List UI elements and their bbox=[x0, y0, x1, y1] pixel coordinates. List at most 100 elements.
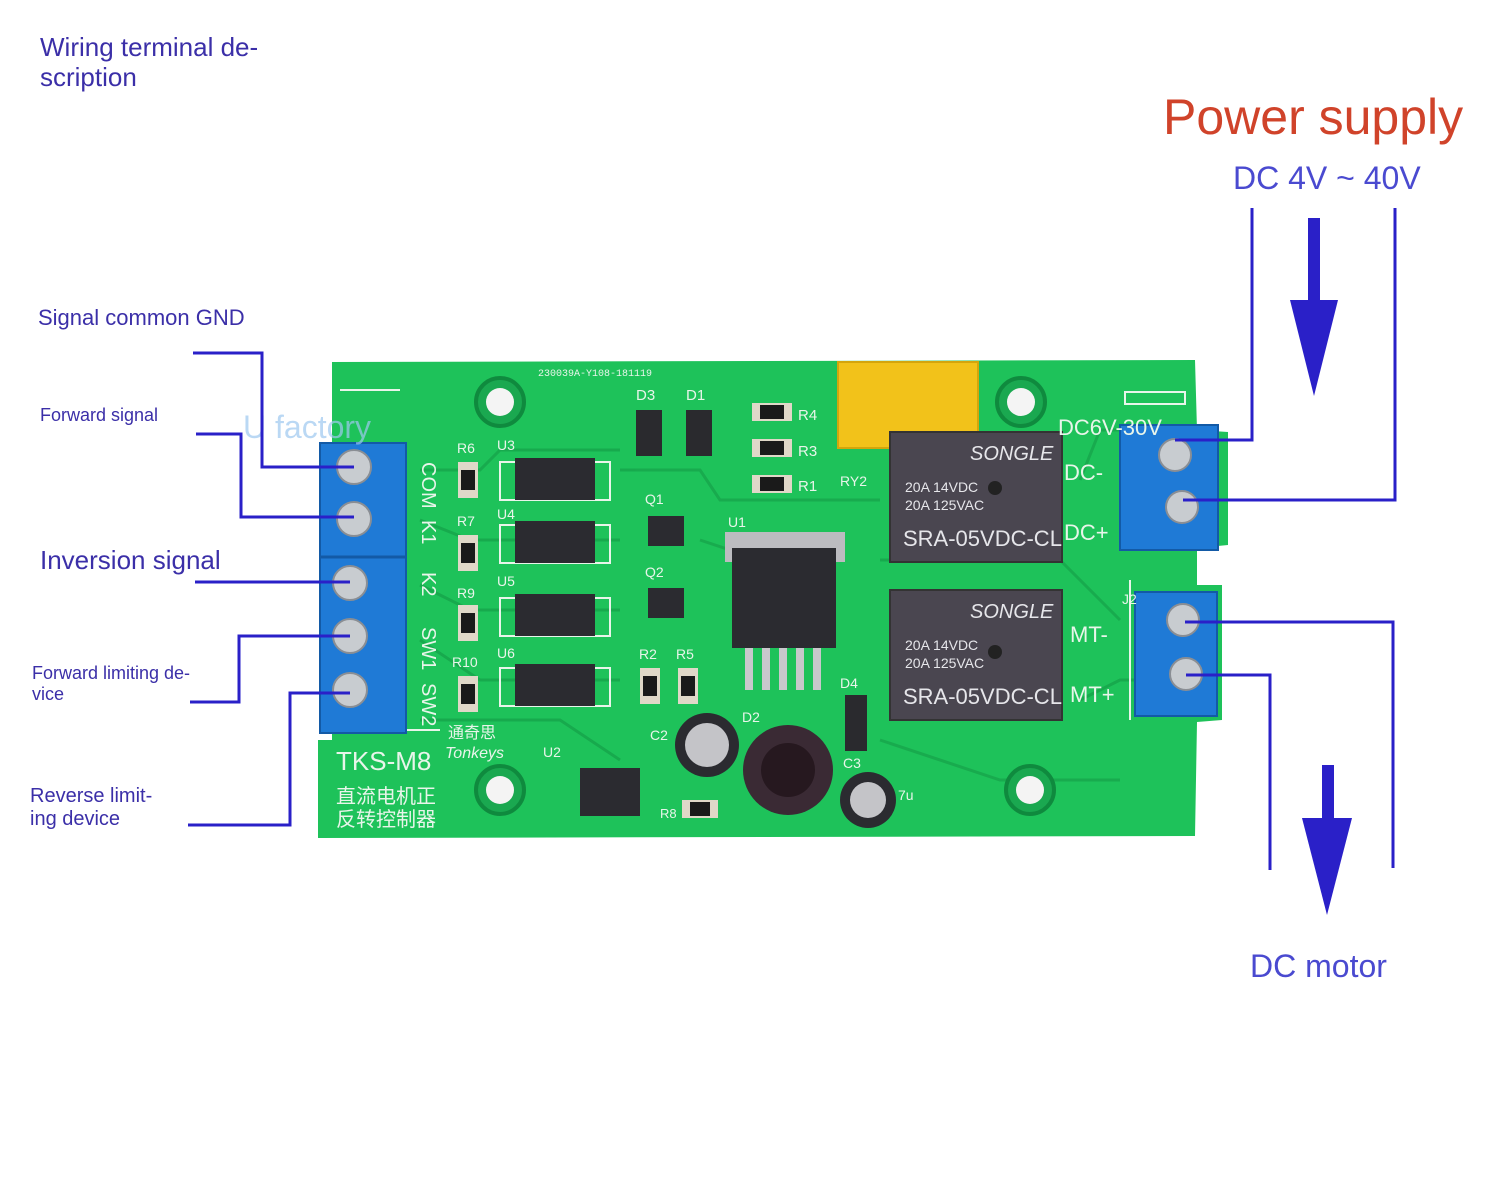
terminal-label-mt-minus: MT- bbox=[1070, 622, 1108, 647]
left-wires bbox=[188, 351, 354, 827]
label-r3: R3 bbox=[798, 443, 817, 460]
terminal-label-dc-plus: DC+ bbox=[1064, 520, 1109, 545]
relay-1: SONGLE 20A 14VDC 20A 125VAC SRA-05VDC-CL bbox=[889, 431, 1063, 563]
label-r1: R1 bbox=[798, 478, 817, 495]
relay-2-line2: 20A 125VAC bbox=[905, 655, 984, 671]
power-arrow bbox=[1290, 218, 1338, 396]
terminal-label-k1: K1 bbox=[417, 520, 439, 544]
label-r6: R6 bbox=[457, 440, 475, 456]
board-brand: Tonkeys bbox=[445, 745, 504, 762]
resistors-left bbox=[458, 462, 478, 712]
label-signal-common-gnd: Signal common GND bbox=[38, 305, 245, 330]
label-r7: R7 bbox=[457, 513, 475, 529]
wire-dc-minus bbox=[1175, 208, 1254, 442]
optocouplers bbox=[499, 458, 611, 707]
board-desc-line-1: 直流电机正 bbox=[336, 785, 436, 808]
label-j2: J2 bbox=[1122, 591, 1137, 607]
mounting-holes bbox=[474, 376, 1056, 816]
fwd-limit-line-2: vice bbox=[32, 683, 65, 704]
rev-limit-line-2: ing device bbox=[30, 808, 121, 830]
relay-1-model: SRA-05VDC-CL bbox=[903, 526, 1062, 551]
diode-d3 bbox=[636, 410, 662, 456]
wire-dc-plus bbox=[1183, 208, 1397, 502]
label-u3: U3 bbox=[497, 437, 515, 453]
board-dc-rating: DC6V-30V bbox=[1058, 415, 1162, 440]
label-q2: Q2 bbox=[645, 564, 664, 580]
label-d2: D2 bbox=[742, 709, 760, 725]
resistor-r2-body bbox=[643, 676, 657, 696]
label-r8: R8 bbox=[660, 806, 677, 821]
wire-signal-gnd bbox=[193, 351, 354, 469]
label-u1: U1 bbox=[728, 514, 746, 530]
motor-arrow bbox=[1302, 765, 1352, 915]
terminal-label-sw2: SW2 bbox=[417, 683, 439, 726]
terminal-label-com: COM bbox=[417, 462, 439, 509]
relay-2-model: SRA-05VDC-CL bbox=[903, 684, 1062, 709]
left-terminal-block bbox=[319, 442, 407, 734]
regulator-u1 bbox=[725, 532, 845, 690]
label-d4: D4 bbox=[840, 675, 858, 691]
label-u5: U5 bbox=[497, 573, 515, 589]
resistors-top bbox=[752, 403, 792, 493]
power-terminal-block bbox=[1119, 424, 1219, 551]
left-terminal-labels: COM K1 K2 SW1 SW2 bbox=[417, 462, 439, 726]
dc-motor-label: DC motor bbox=[1250, 948, 1387, 984]
label-cap-value: 7u bbox=[898, 787, 914, 803]
label-c2: C2 bbox=[650, 727, 668, 743]
watermark-text: U factory bbox=[243, 409, 371, 445]
board-serial: 230039A-Y108-181119 bbox=[538, 369, 652, 380]
label-inversion-signal: Inversion signal bbox=[40, 545, 221, 575]
diode-d1 bbox=[686, 410, 712, 456]
label-forward-signal: Forward signal bbox=[40, 405, 159, 425]
terminal-label-mt-plus: MT+ bbox=[1070, 682, 1115, 707]
transistor-q2 bbox=[648, 588, 684, 618]
wire-mt-plus bbox=[1186, 673, 1272, 870]
electrolytic-capacitor-c2 bbox=[675, 713, 739, 777]
title-line-1: Wiring terminal de- bbox=[40, 32, 259, 62]
label-c3: C3 bbox=[843, 755, 861, 771]
diode-d4 bbox=[845, 695, 867, 751]
label-r5: R5 bbox=[676, 646, 694, 662]
power-supply-range: DC 4V ~ 40V bbox=[1233, 160, 1421, 196]
relay-1-brand: SONGLE bbox=[970, 443, 1054, 465]
label-reverse-limiting-device: Reverse limit- ing device bbox=[30, 785, 152, 831]
label-ry2: RY2 bbox=[840, 473, 867, 489]
label-r10: R10 bbox=[452, 654, 478, 670]
right-wires bbox=[1175, 208, 1397, 870]
label-r4: R4 bbox=[798, 407, 817, 424]
terminal-label-k2: K2 bbox=[417, 572, 439, 596]
relay-1-line2: 20A 125VAC bbox=[905, 497, 984, 513]
label-r2: R2 bbox=[639, 646, 657, 662]
board-desc-line-2: 反转控制器 bbox=[336, 808, 436, 831]
label-r9: R9 bbox=[457, 585, 475, 601]
terminal-label-sw1: SW1 bbox=[417, 627, 439, 670]
relay-1-line1: 20A 14VDC bbox=[905, 479, 978, 495]
label-forward-limiting-device: Forward limiting de- vice bbox=[32, 663, 190, 704]
label-d3: D3 bbox=[636, 387, 655, 404]
label-u6: U6 bbox=[497, 645, 515, 661]
resistor-r5-body bbox=[681, 676, 695, 696]
wire-forward-signal bbox=[196, 432, 354, 519]
label-u2: U2 bbox=[543, 744, 561, 760]
transistor-q1 bbox=[648, 516, 684, 546]
ic-u2 bbox=[580, 768, 640, 816]
motor-terminal-block bbox=[1134, 591, 1218, 717]
relay-2-brand: SONGLE bbox=[970, 601, 1054, 623]
terminal-label-dc-minus: DC- bbox=[1064, 460, 1103, 485]
title-line-2: scription bbox=[40, 61, 137, 92]
power-supply-title: Power supply bbox=[1163, 89, 1464, 145]
page-title: Wiring terminal de- scription bbox=[40, 32, 259, 93]
wire-forward-limit bbox=[190, 634, 350, 704]
label-d1: D1 bbox=[686, 387, 705, 404]
resistor-r8-body bbox=[690, 802, 710, 816]
inductor-d2 bbox=[743, 725, 833, 815]
wire-reverse-limit bbox=[188, 691, 350, 827]
board-brand-cn: 通奇思 bbox=[448, 724, 496, 742]
label-q1: Q1 bbox=[645, 491, 664, 507]
board-model: TKS-M8 bbox=[336, 746, 431, 776]
wire-mt-minus bbox=[1185, 620, 1395, 868]
label-u4: U4 bbox=[497, 506, 515, 522]
electrolytic-capacitor-c3 bbox=[840, 772, 896, 828]
rev-limit-line-1: Reverse limit- bbox=[30, 785, 153, 807]
